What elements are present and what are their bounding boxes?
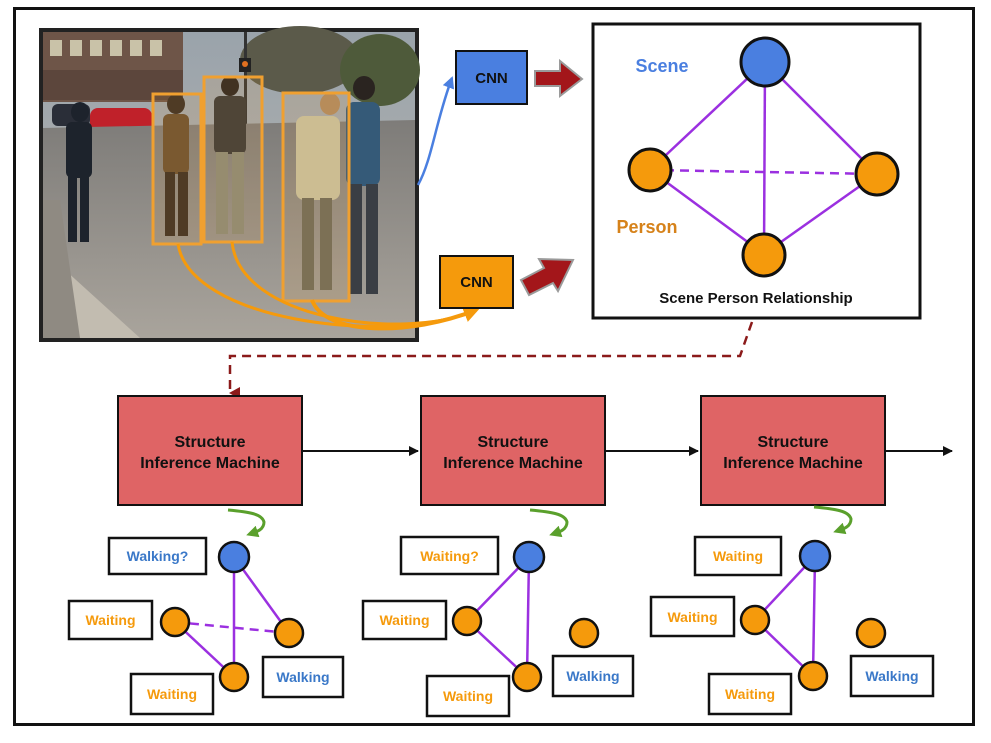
person-action-box [425, 674, 511, 718]
person-action-box [261, 655, 345, 699]
svg-text:Walking: Walking [865, 668, 918, 684]
person-node [451, 605, 483, 637]
svg-text:Waiting: Waiting [443, 688, 493, 704]
pedestrian-photo [39, 26, 420, 342]
svg-text:Structure: Structure [757, 434, 828, 451]
cnn-bottom-output-arrow [519, 257, 575, 297]
graph-edge [762, 61, 767, 255]
svg-text:Waiting: Waiting [725, 686, 775, 702]
svg-text:Inference Machine: Inference Machine [723, 455, 863, 472]
person-node [159, 606, 191, 638]
relationship-caption: Scene Person Relationship [659, 290, 852, 307]
cnn-top-label: CNN [475, 70, 508, 87]
person-node [218, 661, 250, 693]
person-action-box [551, 654, 635, 698]
graph-edge [649, 61, 766, 171]
person-bbox-1 [151, 92, 203, 246]
svg-text:Waiting: Waiting [147, 686, 197, 702]
person-node [627, 147, 673, 193]
scene-label: Scene [635, 56, 688, 76]
person-action-box [361, 599, 448, 641]
inference-machine-3: Structure Inference Machine [700, 395, 886, 506]
person-action-box [129, 672, 215, 716]
scene-node [798, 539, 832, 573]
person-label: Person [616, 217, 677, 237]
cnn-bottom-box: CNN [439, 255, 514, 309]
graph-edge [763, 172, 878, 256]
svg-text:Walking?: Walking? [127, 548, 189, 564]
svg-text:Inference Machine: Inference Machine [443, 455, 583, 472]
step-graph-1: Walking? Waiting Waiting Walking [67, 536, 345, 716]
person-node [739, 604, 771, 636]
step-graph-3: Waiting Waiting Waiting Walking [649, 535, 935, 716]
recur-arrow-1 [227, 508, 266, 538]
person-action-box [67, 599, 154, 641]
relationship-graph-panel: Scene Person Scene Person Relationship [591, 22, 922, 320]
person-feature-curve-3 [310, 299, 480, 331]
person-action-box [849, 654, 935, 698]
svg-text:Waiting: Waiting [379, 612, 429, 628]
scene-feature-arrow [416, 76, 455, 186]
scene-action-box [693, 535, 783, 577]
relationship-to-machine-link [228, 321, 754, 399]
cnn-top-output-arrow [534, 58, 584, 99]
svg-text:Waiting: Waiting [85, 612, 135, 628]
cnn-bottom-label: CNN [460, 274, 493, 291]
svg-text:Waiting: Waiting [667, 609, 717, 625]
step-graph-2: Waiting? Waiting Waiting Walking [361, 535, 635, 718]
scene-action-box [107, 536, 208, 576]
person-node [511, 661, 543, 693]
person-action-box [707, 672, 793, 716]
scene-node [739, 36, 791, 88]
recur-arrow-3 [813, 505, 853, 535]
person-node [797, 660, 829, 692]
person-action-box [649, 595, 736, 638]
graph-edge [649, 168, 765, 256]
person-node [741, 232, 787, 278]
inference-machine-2: Structure Inference Machine [420, 395, 606, 506]
svg-text:Structure: Structure [477, 434, 548, 451]
person-node [854, 151, 900, 197]
graph-edge-dashed [649, 168, 878, 176]
svg-text:Structure: Structure [174, 434, 245, 451]
person-node [855, 617, 887, 649]
scene-node [512, 540, 546, 574]
svg-text:Waiting: Waiting [713, 548, 763, 564]
svg-text:Walking: Walking [566, 668, 619, 684]
person-node [568, 617, 600, 649]
svg-text:Waiting?: Waiting? [420, 548, 479, 564]
svg-text:Inference Machine: Inference Machine [140, 455, 280, 472]
figure-frame [13, 7, 975, 726]
scene-node [217, 540, 251, 574]
graph-edge [764, 61, 878, 175]
person-bbox-2 [202, 75, 264, 244]
person-node [273, 617, 305, 649]
scene-action-box [399, 535, 500, 576]
recur-arrow-2 [529, 508, 569, 538]
inference-machine-1: Structure Inference Machine [117, 395, 303, 506]
person-bbox-3 [281, 91, 351, 303]
svg-text:Walking: Walking [276, 669, 329, 685]
cnn-top-box: CNN [455, 50, 528, 105]
